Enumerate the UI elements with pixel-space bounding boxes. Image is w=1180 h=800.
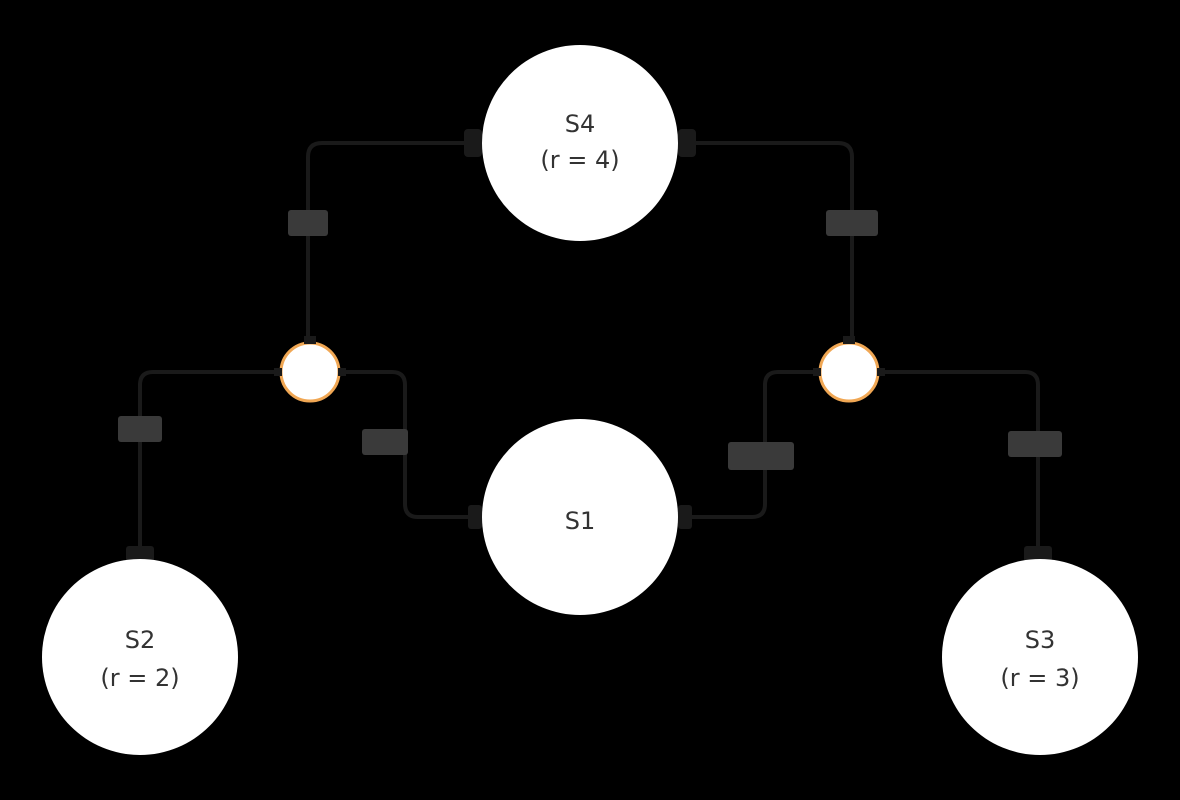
junctions [274, 336, 885, 403]
port-s1-left [468, 505, 482, 529]
ports [126, 129, 1052, 562]
port-s4-right [678, 129, 696, 157]
node-s3-name: S3 [1025, 626, 1056, 654]
junction-right-port-left [813, 368, 821, 376]
junction-left-port-top [304, 336, 316, 344]
node-s2-name: S2 [125, 626, 156, 654]
edge-label-box-s4-left [288, 210, 328, 236]
node-s4-detail: (r = 4) [540, 146, 619, 174]
connector-junction-left-s2 [138, 370, 280, 560]
edge-label-boxes [118, 210, 1062, 470]
node-s4[interactable]: S4 (r = 4) [482, 45, 678, 241]
edge-label-box-j2-right [1008, 431, 1062, 457]
junction-right-port-top [843, 336, 855, 344]
node-s4-circle [482, 45, 678, 241]
edge-label-box-s1-j2 [728, 442, 794, 470]
port-s1-right [678, 505, 692, 529]
port-s2-top [126, 546, 154, 562]
junction-right-port-right [877, 368, 885, 376]
node-s3-detail: (r = 3) [1000, 664, 1079, 692]
junction-left-port-right [338, 368, 346, 376]
junction-left [279, 341, 341, 403]
junction-left-port-left [274, 368, 282, 376]
edge-label-box-s4-right [826, 210, 878, 236]
node-s1[interactable]: S1 [482, 419, 678, 615]
node-s2[interactable]: S2 (r = 2) [42, 559, 238, 755]
node-s1-circle [482, 419, 678, 615]
port-s4-left [464, 129, 482, 157]
connector-s4-junction-right [678, 141, 854, 342]
node-s2-detail: (r = 2) [100, 664, 179, 692]
node-s3-circle [942, 559, 1138, 755]
connector-s4-junction-left [306, 141, 482, 342]
node-s1-name: S1 [565, 507, 596, 535]
node-s4-name: S4 [565, 110, 596, 138]
port-s3-top [1024, 546, 1052, 562]
node-s2-circle [42, 559, 238, 755]
edge-label-box-j1-left [118, 416, 162, 442]
edge-label-box-j1-s1 [362, 429, 408, 455]
connector-junction-right-s3 [880, 370, 1040, 560]
node-s3[interactable]: S3 (r = 3) [942, 559, 1138, 755]
junction-right [818, 341, 880, 403]
